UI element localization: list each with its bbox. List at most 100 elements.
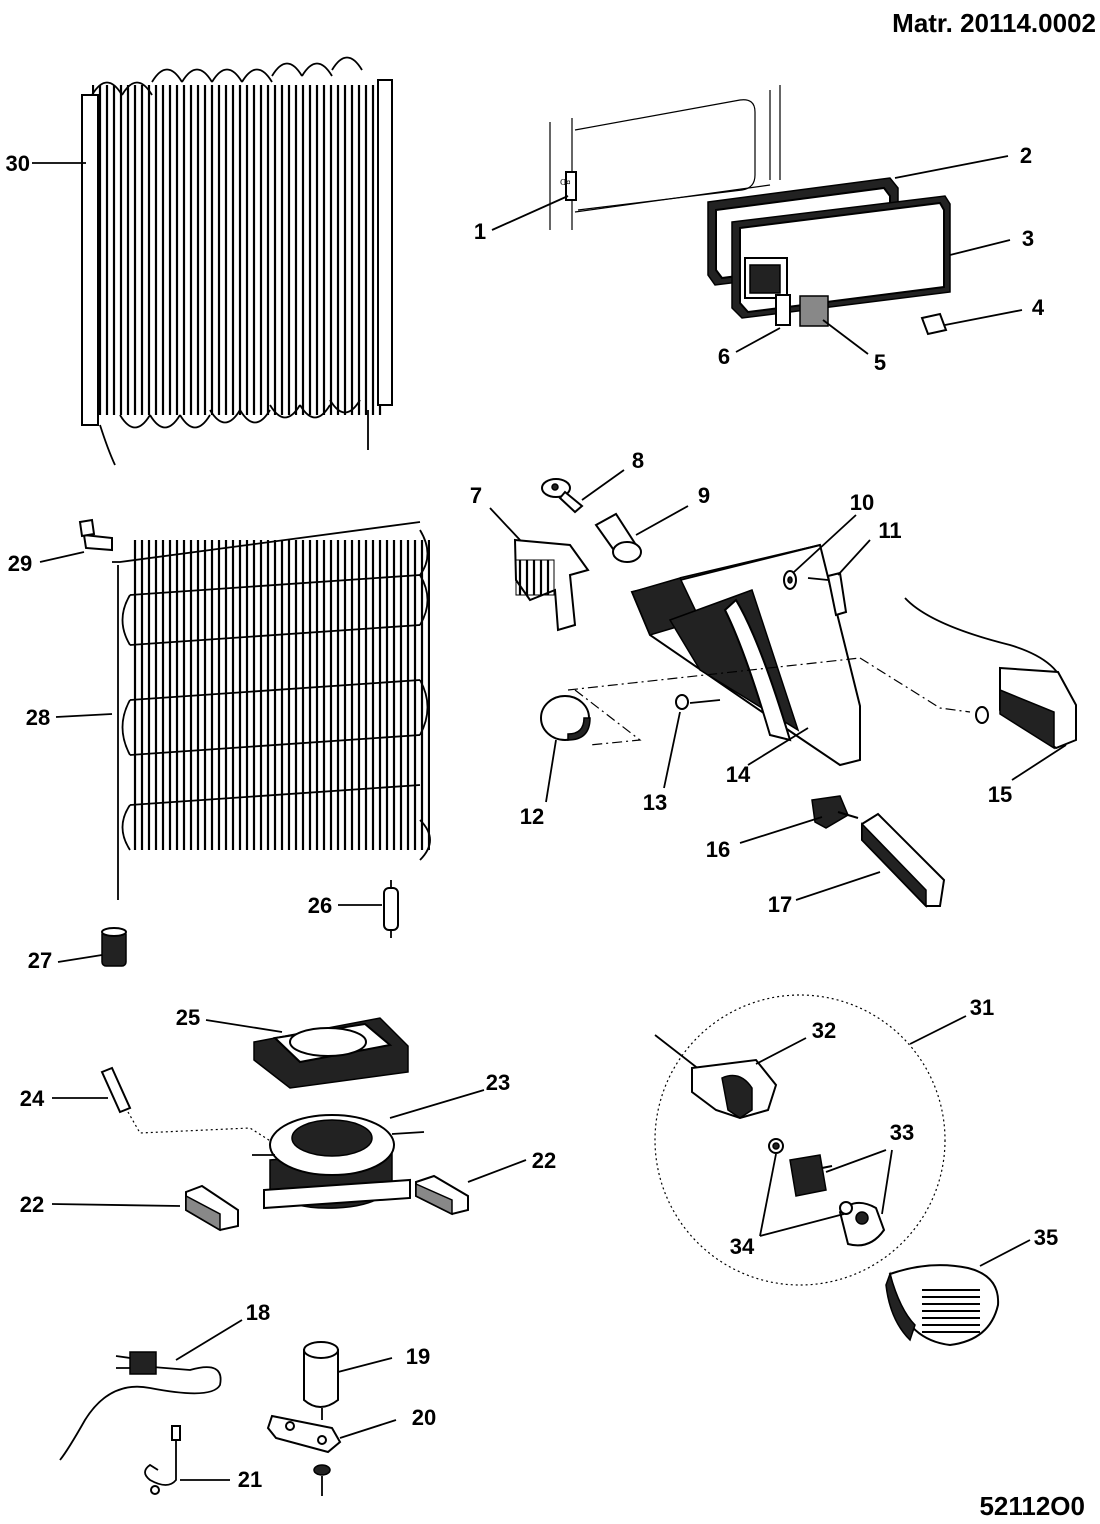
- condenser-part: [81, 56, 393, 466]
- callout-20: 20: [412, 1405, 436, 1430]
- leader-34a: [759, 1153, 777, 1237]
- callout-17: 17: [768, 892, 792, 917]
- leader-8: [581, 469, 625, 501]
- callout-18: 18: [246, 1300, 270, 1325]
- callout-2: 2: [1020, 143, 1032, 168]
- leader-32: [755, 1037, 807, 1065]
- leader-14: [747, 727, 809, 766]
- service-tube-part: [100, 1066, 132, 1114]
- sleeve-part: [101, 927, 127, 967]
- leader-10: [793, 514, 857, 573]
- assembly-line-thermostat: [859, 657, 971, 713]
- evaporator-part: [112, 521, 431, 900]
- cabinet-wall-detail: ᗡ¤: [549, 85, 781, 230]
- leader-2: [894, 155, 1009, 179]
- leader-23: [389, 1089, 485, 1119]
- thermostat-knob-part: [540, 695, 591, 741]
- rubber-foot-left-part: [185, 1184, 239, 1232]
- leader-17: [795, 871, 881, 901]
- leader-25: [205, 1019, 283, 1033]
- assembly-line-knob: [567, 657, 861, 691]
- knob-bracket-part: [513, 538, 590, 632]
- callout-7: 7: [470, 483, 482, 508]
- capacitor-bracket-part: [266, 1414, 342, 1496]
- switch-part: [811, 795, 859, 829]
- callout-32: 32: [812, 1018, 836, 1043]
- compressor-part: [252, 1114, 425, 1210]
- leader-22a: [51, 1203, 181, 1207]
- callout-6: 6: [718, 344, 730, 369]
- leader-33a: [825, 1149, 887, 1173]
- callout-35: 35: [1034, 1225, 1058, 1250]
- shaft-cap-part: [675, 694, 689, 710]
- thermostat-clip-part: [807, 571, 848, 617]
- lamp-holder-part: [541, 478, 584, 514]
- callout-33: 33: [890, 1120, 914, 1145]
- lamp-socket-bracket-part: [691, 1058, 778, 1120]
- lamp-socket-parts: [775, 294, 948, 336]
- leader-22b: [467, 1159, 527, 1183]
- dryer-filter-part: [383, 880, 399, 938]
- compressor-base-part: [253, 1017, 409, 1089]
- leader-29: [39, 551, 85, 563]
- callout-16: 16: [706, 837, 730, 862]
- callout-14: 14: [726, 762, 751, 787]
- callout-13: 13: [643, 790, 667, 815]
- callout-28: 28: [26, 705, 50, 730]
- lamp-cover-strip-part: [861, 812, 946, 908]
- earth-wire-part: [144, 1425, 181, 1495]
- leader-7: [489, 507, 521, 541]
- leader-11: [837, 539, 871, 576]
- callout-31: 31: [970, 995, 994, 1020]
- callout-1: 1: [474, 219, 486, 244]
- callout-21: 21: [238, 1467, 262, 1492]
- washers-parts: [768, 1138, 853, 1215]
- drawing-code: 52112O0: [979, 1491, 1085, 1521]
- power-cord-part: [59, 1351, 222, 1461]
- callout-15: 15: [988, 782, 1012, 807]
- leader-12: [545, 739, 557, 803]
- leader-6: [735, 327, 781, 353]
- evaporator-clamp-part: [78, 518, 113, 552]
- callout-23: 23: [486, 1070, 510, 1095]
- relay-cover-part: [885, 1264, 1000, 1347]
- leader-15: [1011, 744, 1067, 781]
- leader-4: [944, 309, 1023, 326]
- lamp-bulb-part: [594, 512, 642, 563]
- leader-34b: [759, 1213, 845, 1237]
- callout-29: 29: [8, 551, 32, 576]
- leader-13: [663, 711, 681, 789]
- assembly-line-knob-2: [574, 689, 642, 746]
- callout-8: 8: [632, 448, 644, 473]
- assembly-line-tube: [127, 1111, 273, 1143]
- detail-entry-line: [654, 1034, 701, 1071]
- callout-10: 10: [850, 490, 874, 515]
- callout-9: 9: [698, 483, 710, 508]
- callout-22b: 22: [532, 1148, 556, 1173]
- leader-20: [339, 1419, 397, 1439]
- callout-11: 11: [878, 518, 901, 543]
- lamp-housing-part: [731, 195, 951, 319]
- callout-34: 34: [730, 1234, 755, 1259]
- relay-parts: [789, 1154, 886, 1247]
- leader-33b: [881, 1149, 893, 1215]
- washer-part: [783, 570, 797, 590]
- leader-1: [491, 195, 569, 231]
- detail-circle: [654, 994, 946, 1286]
- callout-4: 4: [1032, 295, 1045, 320]
- callout-27: 27: [28, 948, 52, 973]
- leader-9: [635, 505, 689, 536]
- material-number: Matr. 20114.0002: [892, 8, 1096, 38]
- svg-text:ᗡ¤: ᗡ¤: [560, 178, 571, 187]
- leader-19: [337, 1357, 393, 1373]
- callout-24: 24: [20, 1086, 45, 1111]
- leader-31: [909, 1015, 967, 1045]
- callout-26: 26: [308, 893, 332, 918]
- rubber-foot-right-part: [415, 1174, 469, 1216]
- callout-30: 30: [6, 151, 30, 176]
- leader-3: [949, 239, 1011, 256]
- thermostat-housing-part: [630, 543, 861, 767]
- leader-27: [57, 954, 103, 963]
- callout-12: 12: [520, 804, 544, 829]
